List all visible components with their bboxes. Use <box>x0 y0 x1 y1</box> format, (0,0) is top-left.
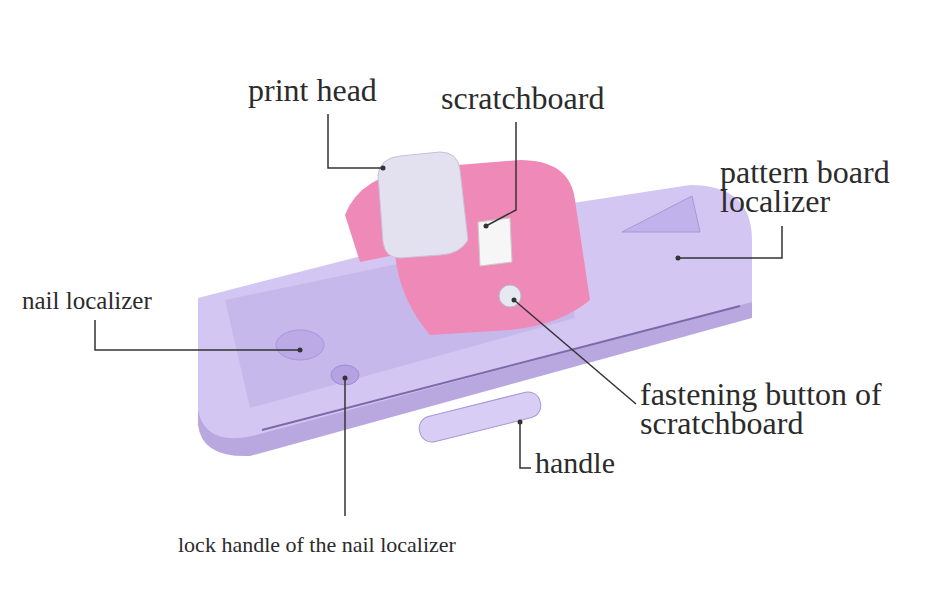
leader-line <box>514 300 636 404</box>
part-label: print head <box>248 74 448 106</box>
scratchboard-shape <box>478 218 512 266</box>
leader-line <box>520 422 531 468</box>
part-label: pattern board localizer <box>720 158 925 216</box>
nail-localizer-shape <box>276 330 324 360</box>
leader-line <box>328 114 383 168</box>
handle-shape <box>417 389 544 444</box>
part-label: lock handle of the nail localizer <box>178 534 598 556</box>
print-head-shape <box>378 152 468 258</box>
part-label: handle <box>535 448 675 478</box>
leader-line <box>486 122 516 226</box>
leader-line <box>678 226 782 258</box>
part-label: nail localizer <box>22 288 222 313</box>
leader-line <box>95 320 300 350</box>
part-label: fastening button of scratchboard <box>640 380 920 439</box>
part-label: scratchboard <box>441 82 681 114</box>
pattern-localizer-shape <box>622 196 700 232</box>
leader-line <box>344 378 346 516</box>
